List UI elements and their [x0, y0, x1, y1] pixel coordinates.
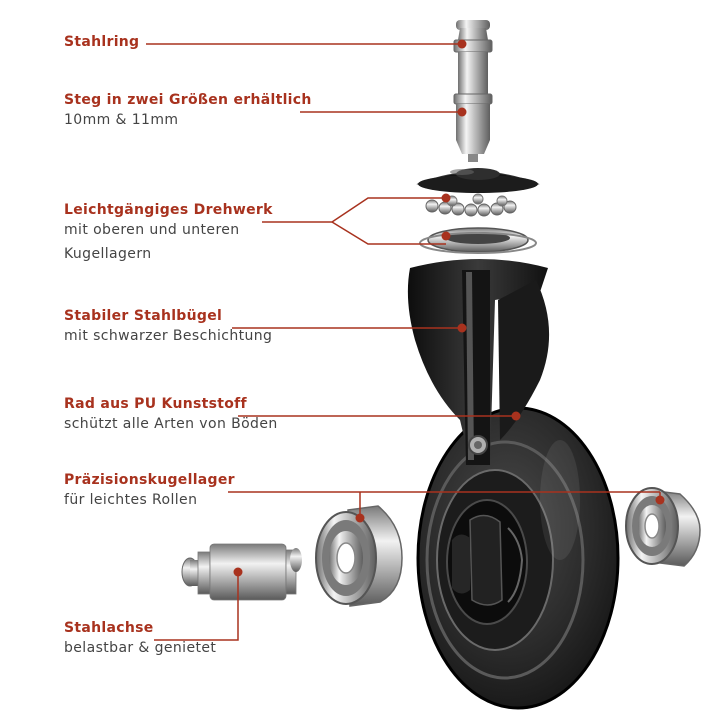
leader-swivel-dot-2 [441, 231, 451, 241]
left-precision-bearing [315, 505, 403, 607]
callout-wheel: Rad aus PU Kunststoff schützt alle Arten… [64, 396, 278, 436]
callout-title-swivel: Leichtgängiges Drehwerk [64, 202, 273, 218]
callout-title-precision-bearing: Präzisionskugellager [64, 472, 235, 488]
leader-precision-bearing-dot-2 [655, 495, 665, 505]
callout-title-bracket: Stabiler Stahlbügel [64, 308, 223, 324]
callout-steel-ring: Stahlring [64, 34, 139, 50]
callout-swivel: Leichtgängiges Drehwerk mit oberen und u… [64, 202, 273, 266]
callout-title-wheel: Rad aus PU Kunststoff [64, 396, 247, 412]
leader-axle [154, 572, 239, 641]
callout-stem-sizes: Steg in zwei Größen erhältlich 10mm & 11… [64, 92, 312, 132]
callout-text-precision-bearing: für leichtes Rollen [64, 492, 198, 508]
callout-title-stem-sizes: Steg in zwei Größen erhältlich [64, 92, 312, 108]
leader-axle-dot [233, 567, 243, 577]
leader-swivel-branch [331, 221, 446, 245]
callout-axle: Stahlachse belastbar & genietet [64, 620, 216, 660]
callout-precision-bearing: Präzisionskugellager für leichtes Rollen [64, 472, 235, 512]
callout-text-swivel-2: Kugellagern [64, 246, 152, 262]
callout-title-steel-ring: Stahlring [64, 34, 140, 50]
steel-axle [181, 543, 302, 601]
upper-bearing-cap [416, 168, 540, 193]
callout-bracket: Stabiler Stahlbügel mit schwarzer Beschi… [64, 308, 272, 348]
right-precision-bearing [625, 487, 701, 567]
callout-title-axle: Stahlachse [64, 620, 154, 636]
leader-precision-bearing-dot [355, 513, 365, 523]
callout-text-swivel-1: mit oberen und unteren [64, 222, 240, 238]
leader-stem-sizes-dot [457, 107, 467, 117]
leader-swivel-dot [441, 193, 451, 203]
callout-text-wheel: schützt alle Arten von Böden [64, 416, 278, 432]
callout-text-stem-sizes: 10mm & 11mm [64, 112, 179, 128]
leader-swivel [262, 197, 446, 223]
callout-text-bracket: mit schwarzer Beschichtung [64, 328, 273, 344]
leader-wheel-dot [511, 411, 521, 421]
wheel [416, 406, 620, 710]
lower-ball-bearing [419, 227, 537, 254]
leader-bracket-dot [457, 323, 467, 333]
callout-text-axle: belastbar & genietet [64, 640, 217, 656]
leader-steel-ring-dot [457, 39, 467, 49]
